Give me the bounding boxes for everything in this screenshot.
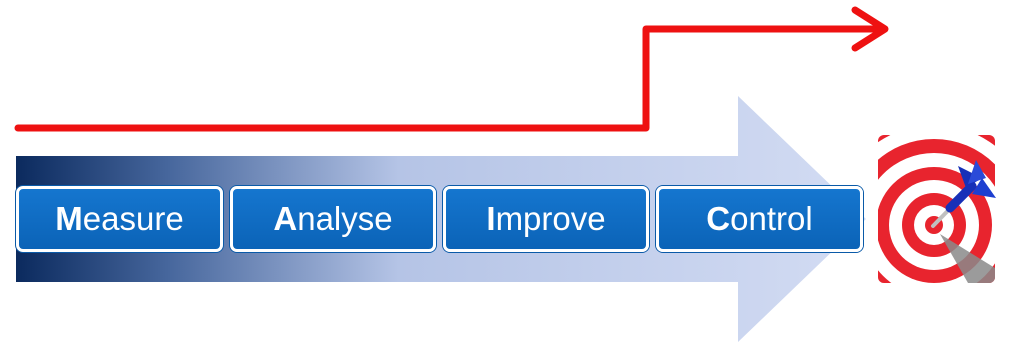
- phase-label-rest: ontrol: [730, 200, 813, 237]
- phase-label-rest: mprove: [495, 200, 606, 237]
- phase-label-rest: nalyse: [297, 200, 393, 237]
- phase-initial: A: [273, 200, 298, 237]
- phase-initial: I: [486, 200, 496, 237]
- phase-label-rest: easure: [82, 200, 184, 237]
- step-line-arrow: [14, 6, 889, 132]
- phase-initial: M: [55, 200, 83, 237]
- target-with-dart-icon: [878, 135, 996, 283]
- phase-initial: C: [706, 200, 731, 237]
- process-arrow: [16, 96, 866, 342]
